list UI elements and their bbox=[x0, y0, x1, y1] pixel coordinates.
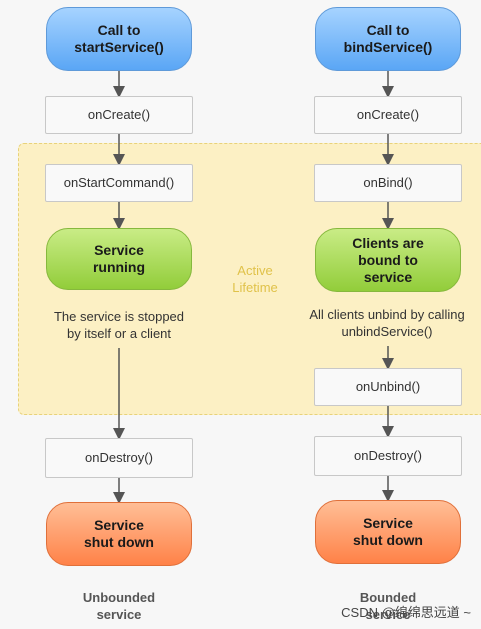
service-running-node: Service running bbox=[46, 228, 192, 290]
left-shutdown-node: Service shut down bbox=[46, 502, 192, 566]
right-on-create-node: onCreate() bbox=[314, 96, 462, 134]
right-on-destroy-node: onDestroy() bbox=[314, 436, 462, 476]
clients-bound-node: Clients are bound to service bbox=[315, 228, 461, 292]
on-unbind-node: onUnbind() bbox=[314, 368, 462, 406]
active-lifetime-label: Active Lifetime bbox=[232, 263, 278, 295]
bind-service-node: Call to bindService() bbox=[315, 7, 461, 71]
on-bind-node: onBind() bbox=[314, 164, 462, 202]
left-on-destroy-node: onDestroy() bbox=[45, 438, 193, 478]
right-shutdown-node: Service shut down bbox=[315, 500, 461, 564]
start-service-node: Call to startService() bbox=[46, 7, 192, 71]
on-start-command-node: onStartCommand() bbox=[45, 164, 193, 202]
left-stop-note: The service is stopped by itself or a cl… bbox=[53, 309, 185, 341]
left-on-create-node: onCreate() bbox=[45, 96, 193, 134]
unbounded-service-caption: Unbounded service bbox=[82, 590, 156, 622]
bounded-service-caption: Bounded service bbox=[359, 590, 417, 622]
csdn-watermark: CSDN @绵绵思远道 ~ bbox=[341, 605, 471, 620]
right-unbind-note: All clients unbind by calling unbindServ… bbox=[309, 307, 465, 339]
